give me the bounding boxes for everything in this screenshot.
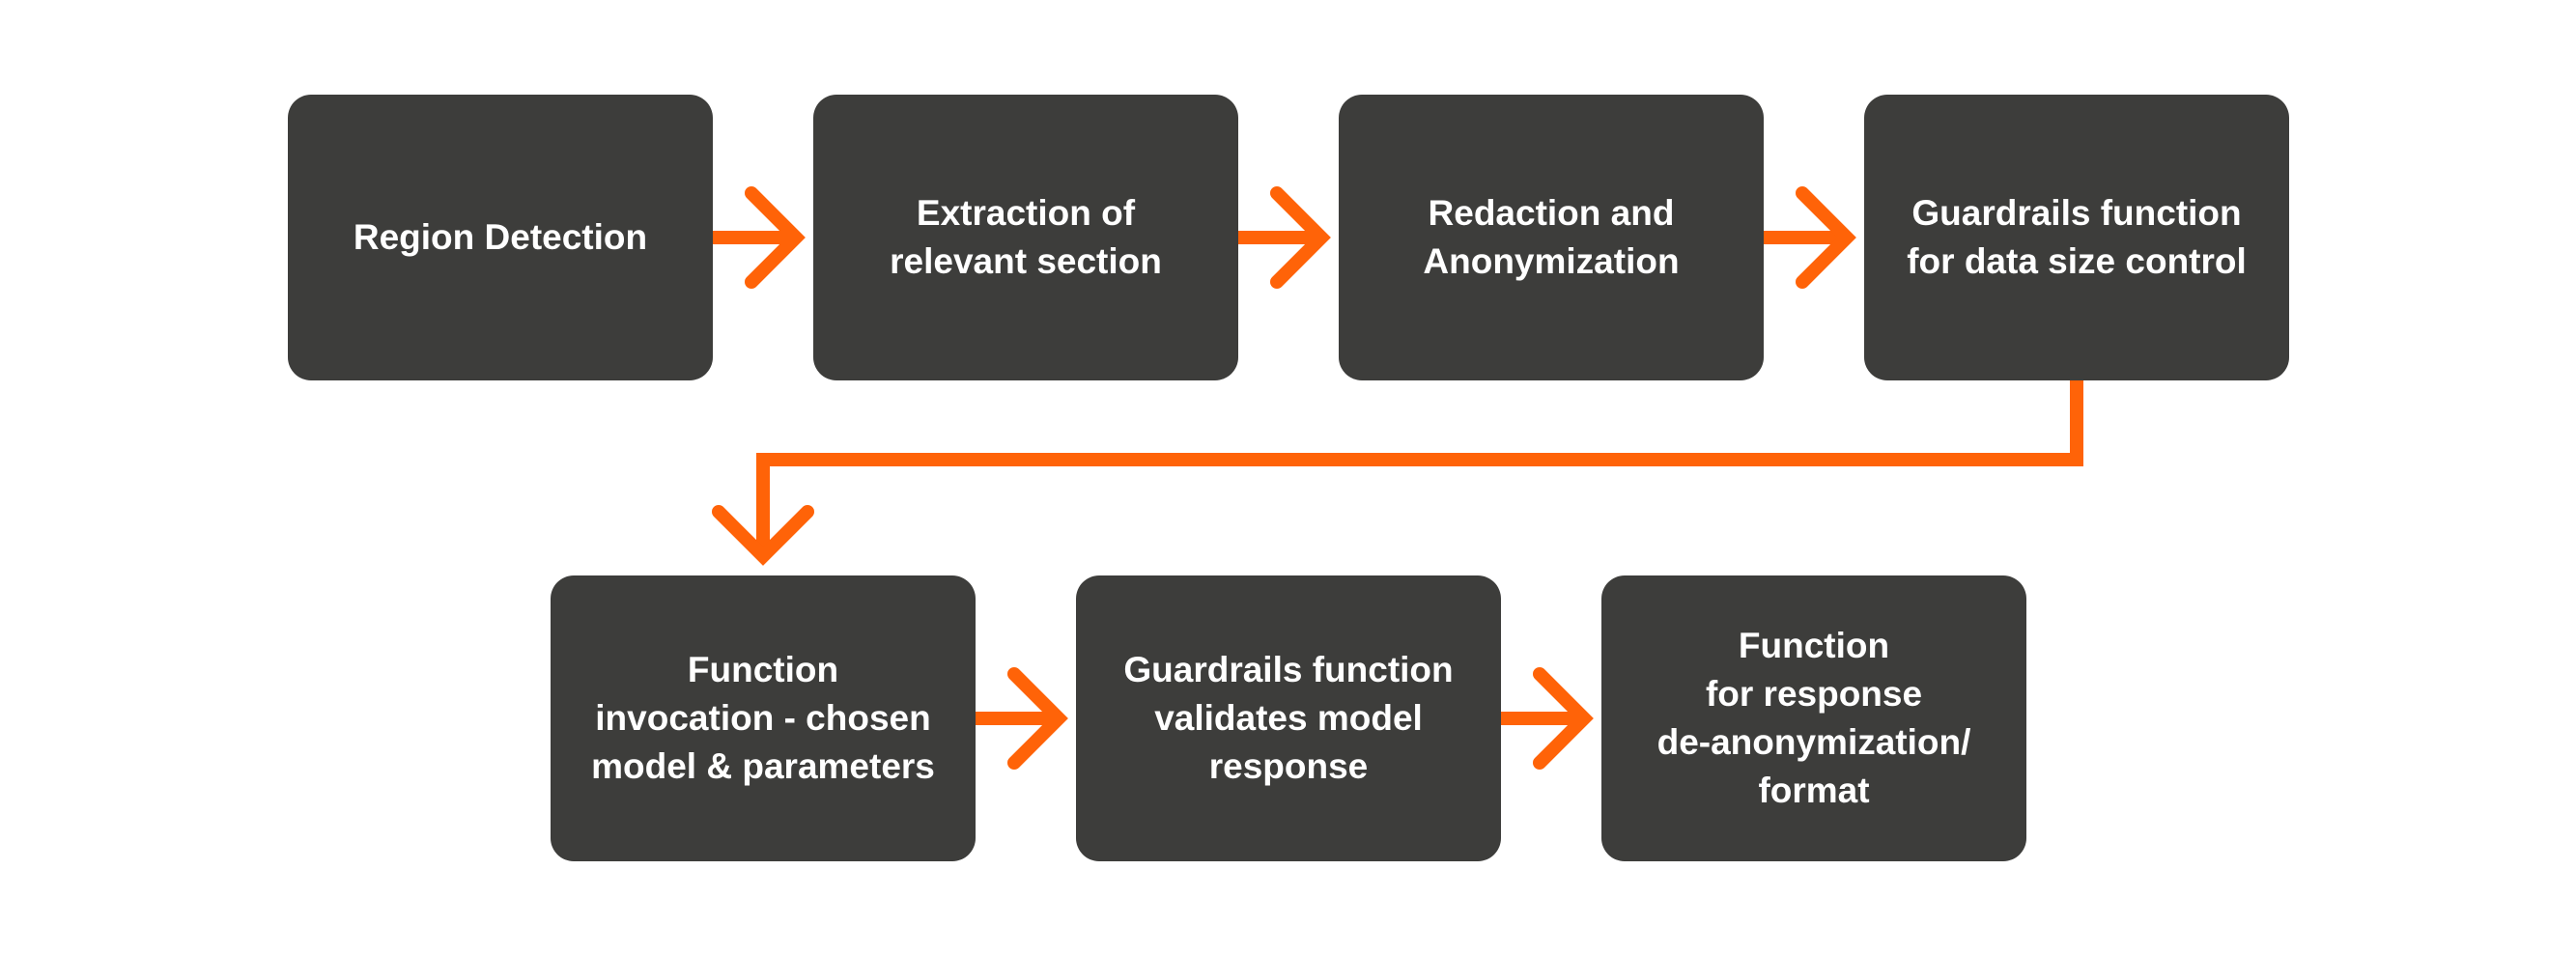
arrow-3-to-4 — [1764, 186, 1856, 289]
step-label: Function for response de-anonymization/ … — [1656, 626, 1971, 810]
step-guardrails-validation: Guardrails function validates model resp… — [1076, 575, 1501, 861]
step-function-invocation: Function invocation - chosen model & par… — [551, 575, 976, 861]
step-label: Guardrails function for data size contro… — [1907, 193, 2247, 281]
step-label: Guardrails function validates model resp… — [1123, 650, 1454, 786]
step-redaction: Redaction and Anonymization — [1339, 95, 1764, 380]
step-extraction: Extraction of relevant section — [813, 95, 1238, 380]
arrow-2-to-3 — [1238, 186, 1331, 289]
arrow-6-to-7 — [1501, 667, 1594, 770]
arrow-1-to-2 — [713, 186, 806, 289]
step-label: Extraction of relevant section — [890, 193, 1162, 281]
step-label: Redaction and Anonymization — [1423, 193, 1680, 281]
step-guardrails-size-control: Guardrails function for data size contro… — [1864, 95, 2289, 380]
arrow-4-to-5 — [712, 380, 2083, 566]
step-label: Region Detection — [353, 217, 648, 257]
arrow-5-to-6 — [976, 667, 1068, 770]
step-label: Function invocation - chosen model & par… — [591, 650, 935, 786]
step-de-anonymization: Function for response de-anonymization/ … — [1601, 575, 2026, 861]
step-region-detection: Region Detection — [288, 95, 713, 380]
